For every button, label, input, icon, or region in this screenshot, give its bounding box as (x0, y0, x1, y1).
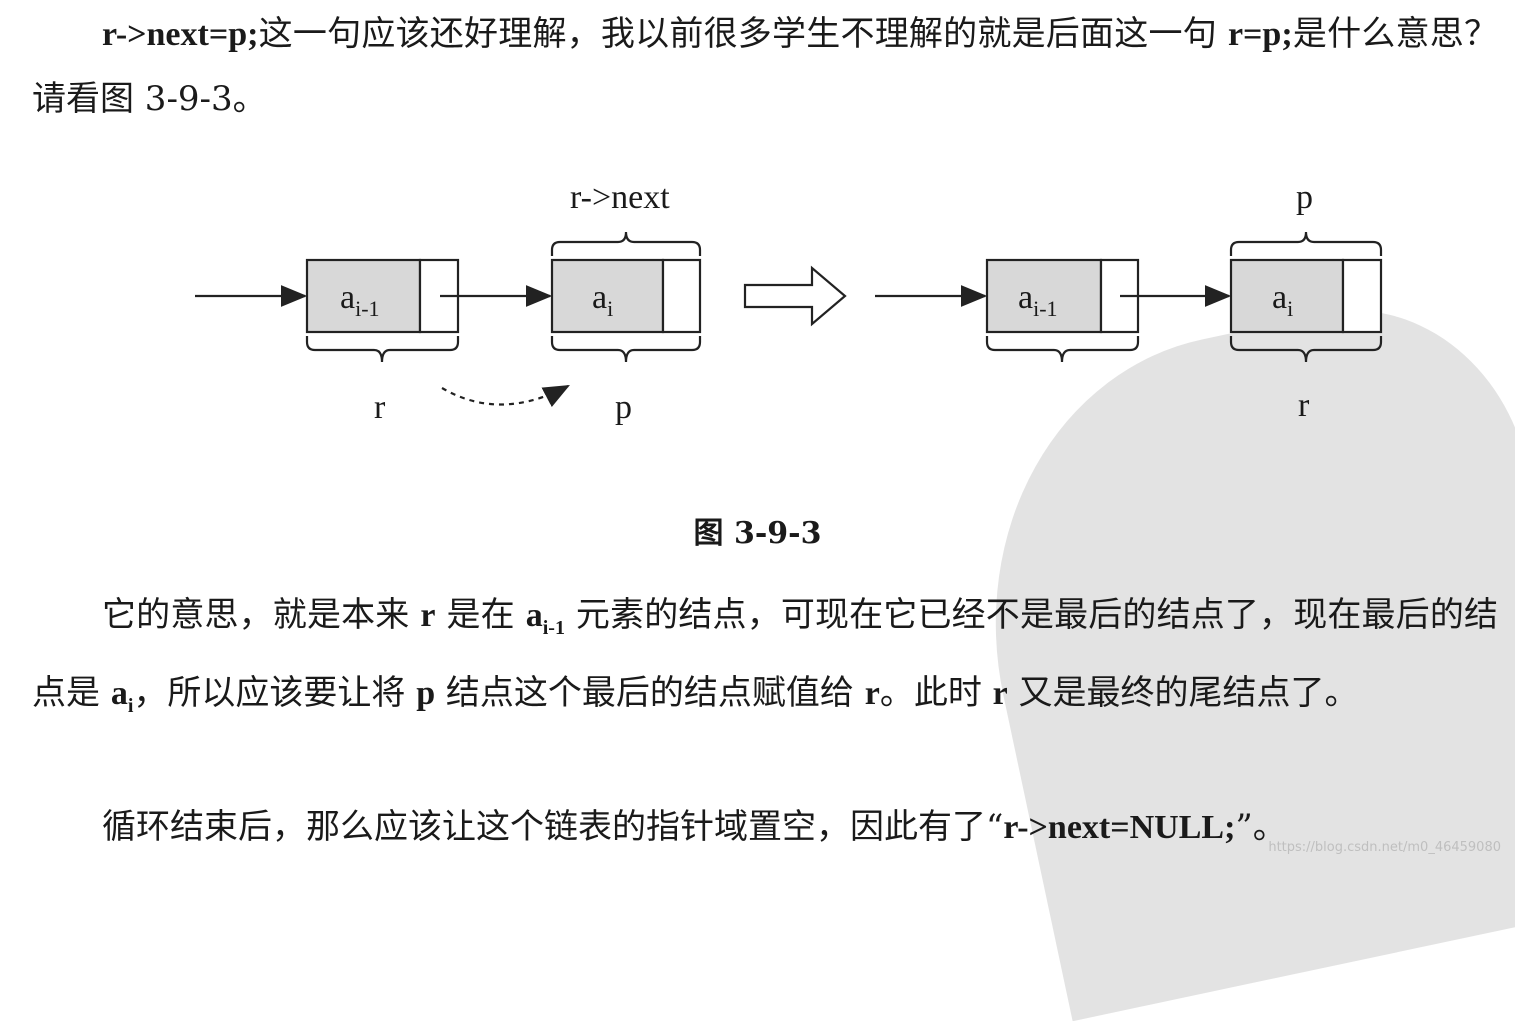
node-ai-1-label-left: ai-1 (340, 279, 380, 321)
brace-bottom-node2-left (550, 336, 702, 363)
var-r-3: r (992, 674, 1008, 712)
node-ai-ptr-right (1341, 258, 1383, 334)
label-r-right: r (1298, 387, 1310, 424)
paragraph-2-text-6: 。此时 (879, 672, 993, 713)
code-r-p: r=p; (1227, 16, 1293, 53)
label-p-left: p (615, 389, 632, 426)
paragraph-2-text-7: 又是最终的尾结点了。 (1007, 672, 1359, 713)
code-r-next-p: r->next=p; (102, 16, 259, 53)
label-r-left: r (374, 389, 386, 426)
brace-bottom-node1-right (985, 336, 1140, 363)
node-ai-label-left: ai (592, 279, 613, 321)
brace-top-right (1229, 231, 1383, 256)
label-p-right: p (1296, 179, 1313, 216)
paragraph-1-text-2: 是什么意思？请看图 3-9-3。 (32, 14, 1498, 119)
paragraph-2-text-3: 元素的结点，可现在它已经不是最后的结点了，现在最后的结点是 (32, 595, 1498, 713)
paragraph-3-text-2: ”。 (1235, 807, 1287, 847)
var-a-i: ai (110, 674, 134, 717)
paragraph-1-text-1: 这一句应该还好理解，我以前很多学生不理解的就是后面这一句 (258, 14, 1228, 54)
paragraph-2-text-2: 是在 (435, 595, 526, 635)
linked-list-diagram: ai-1 ai r->next r p ai-1 ai p r (195, 179, 1383, 426)
var-r-2: r (864, 674, 880, 712)
dashed-move-arrow (441, 384, 570, 408)
paragraph-1: r->next=p;这一句应该还好理解，我以前很多学生不理解的就是后面这一句 r… (32, 2, 1498, 132)
node-ai-label-right: ai (1272, 279, 1293, 321)
paragraph-2-text-4: ，所以应该要让将 (133, 672, 417, 713)
transition-arrow-icon (743, 265, 847, 327)
node-ai-ptr-left (661, 258, 702, 334)
label-r-next: r->next (570, 179, 670, 216)
var-r-1: r (420, 597, 436, 634)
paragraph-2-text-1: 它的意思，就是本来 (102, 595, 421, 635)
node-ai-data-right (1229, 258, 1345, 334)
code-r-next-null: r->next=NULL; (1003, 809, 1236, 846)
paragraph-2-text-5: 结点这个最后的结点赋值给 (435, 672, 865, 713)
node-ai-1-data-right (985, 258, 1103, 334)
paragraph-3: 循环结束后，那么应该让这个链表的指针域置空，因此有了“r->next=NULL;… (32, 795, 1498, 860)
brace-top-left (550, 231, 702, 256)
figure-caption: 图 3-9-3 (693, 516, 822, 551)
paragraph-2: 它的意思，就是本来 r 是在 ai-1 元素的结点，可现在它已经不是最后的结点了… (32, 583, 1498, 739)
paragraph-3-text-1: 循环结束后，那么应该让这个链表的指针域置空，因此有了“ (102, 807, 1004, 847)
node-ai-1-label-right: ai-1 (1018, 279, 1058, 321)
node-ai-1-data-left (305, 258, 422, 334)
source-credit: https://blog.csdn.net/m0_46459080 (1268, 840, 1501, 855)
var-p: p (416, 674, 436, 712)
brace-bottom-node1-left (305, 336, 460, 363)
var-a-i-1: ai-1 (525, 597, 565, 639)
brace-bottom-node2-right (1229, 336, 1383, 363)
